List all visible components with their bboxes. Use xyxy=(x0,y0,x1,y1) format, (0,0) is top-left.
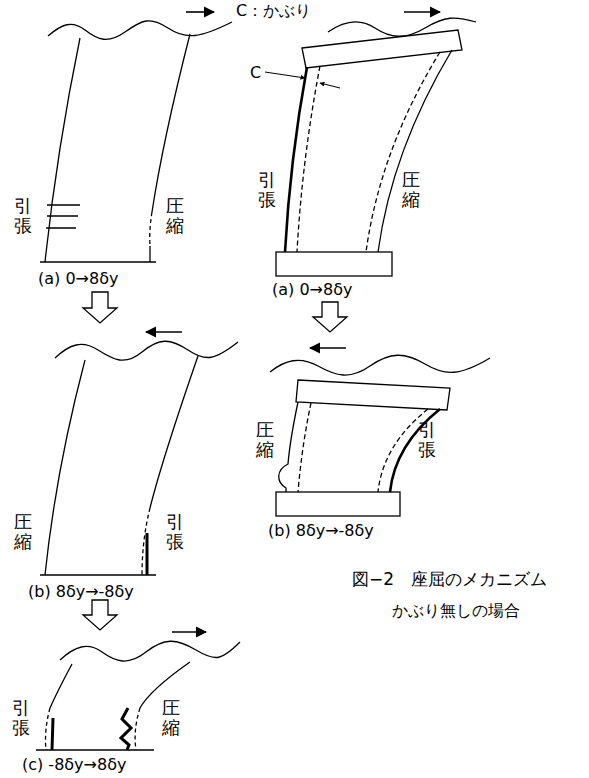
load-arrow xyxy=(404,11,440,13)
rebar-line xyxy=(298,403,311,492)
step-label: (c) -8δy→8δy xyxy=(22,756,126,774)
step-arrow xyxy=(83,600,117,630)
buckled-bar xyxy=(121,708,131,750)
yielded-bar xyxy=(146,533,149,575)
column-cap xyxy=(302,30,462,68)
compression-zone xyxy=(150,212,152,246)
figure-caption: 図−2 座屈のメカニズム xyxy=(352,570,547,590)
break-line xyxy=(60,641,240,661)
column-edge xyxy=(45,38,80,262)
step-label: (a) 0→8δy xyxy=(272,281,352,299)
column-edge xyxy=(152,34,190,212)
column-edge xyxy=(149,246,150,262)
column-base xyxy=(36,749,154,750)
column-base xyxy=(40,261,156,262)
column-base xyxy=(276,492,400,516)
column-edge xyxy=(279,402,298,492)
cover-arrow xyxy=(320,83,340,88)
load-arrow xyxy=(310,347,346,349)
step-label: (b) 8δy→-8δy xyxy=(268,522,374,540)
column-edge xyxy=(285,67,307,252)
load-arrow xyxy=(186,11,214,13)
step-label: (a) 0→8δy xyxy=(38,270,118,288)
compression-zone xyxy=(135,708,140,750)
step-arrow xyxy=(83,292,117,323)
column-edge xyxy=(378,50,452,252)
load-arrow xyxy=(146,331,182,333)
column-cap xyxy=(296,380,450,410)
step-arrow xyxy=(313,302,347,332)
side-label: 引張 xyxy=(258,170,276,210)
column-edge xyxy=(390,409,440,492)
load-arrow xyxy=(172,631,206,633)
rebar-line xyxy=(297,66,320,252)
side-label: 圧縮 xyxy=(256,420,274,460)
legend-note: C：かぶり xyxy=(236,2,311,20)
step-label: (b) 8δy→-8δy xyxy=(28,583,134,601)
break-line xyxy=(55,341,238,360)
side-label: 引張 xyxy=(418,420,436,460)
column-base xyxy=(276,252,392,276)
compression-zone xyxy=(142,508,150,575)
break-line xyxy=(48,21,232,40)
break-line xyxy=(328,18,476,36)
cover-arrow xyxy=(265,72,305,78)
side-label: 引張 xyxy=(166,512,184,552)
yielded-bar xyxy=(52,718,53,750)
side-label: 引張 xyxy=(14,196,32,236)
column-edge xyxy=(50,664,72,708)
column-base xyxy=(40,574,156,575)
rebar-line xyxy=(366,52,440,252)
tension-crack xyxy=(46,205,80,228)
side-label: 圧縮 xyxy=(162,698,180,738)
caption-note: かぶり無しの場合 xyxy=(392,602,520,620)
callout-label: C xyxy=(250,64,261,82)
side-label: 圧縮 xyxy=(166,196,184,236)
side-label: 圧縮 xyxy=(402,170,420,210)
side-label: 圧縮 xyxy=(14,512,32,552)
side-label: 引張 xyxy=(12,698,30,738)
column-edge xyxy=(150,356,198,508)
tension-zone xyxy=(46,708,51,750)
break-line xyxy=(270,355,490,375)
column-edge xyxy=(45,360,85,575)
